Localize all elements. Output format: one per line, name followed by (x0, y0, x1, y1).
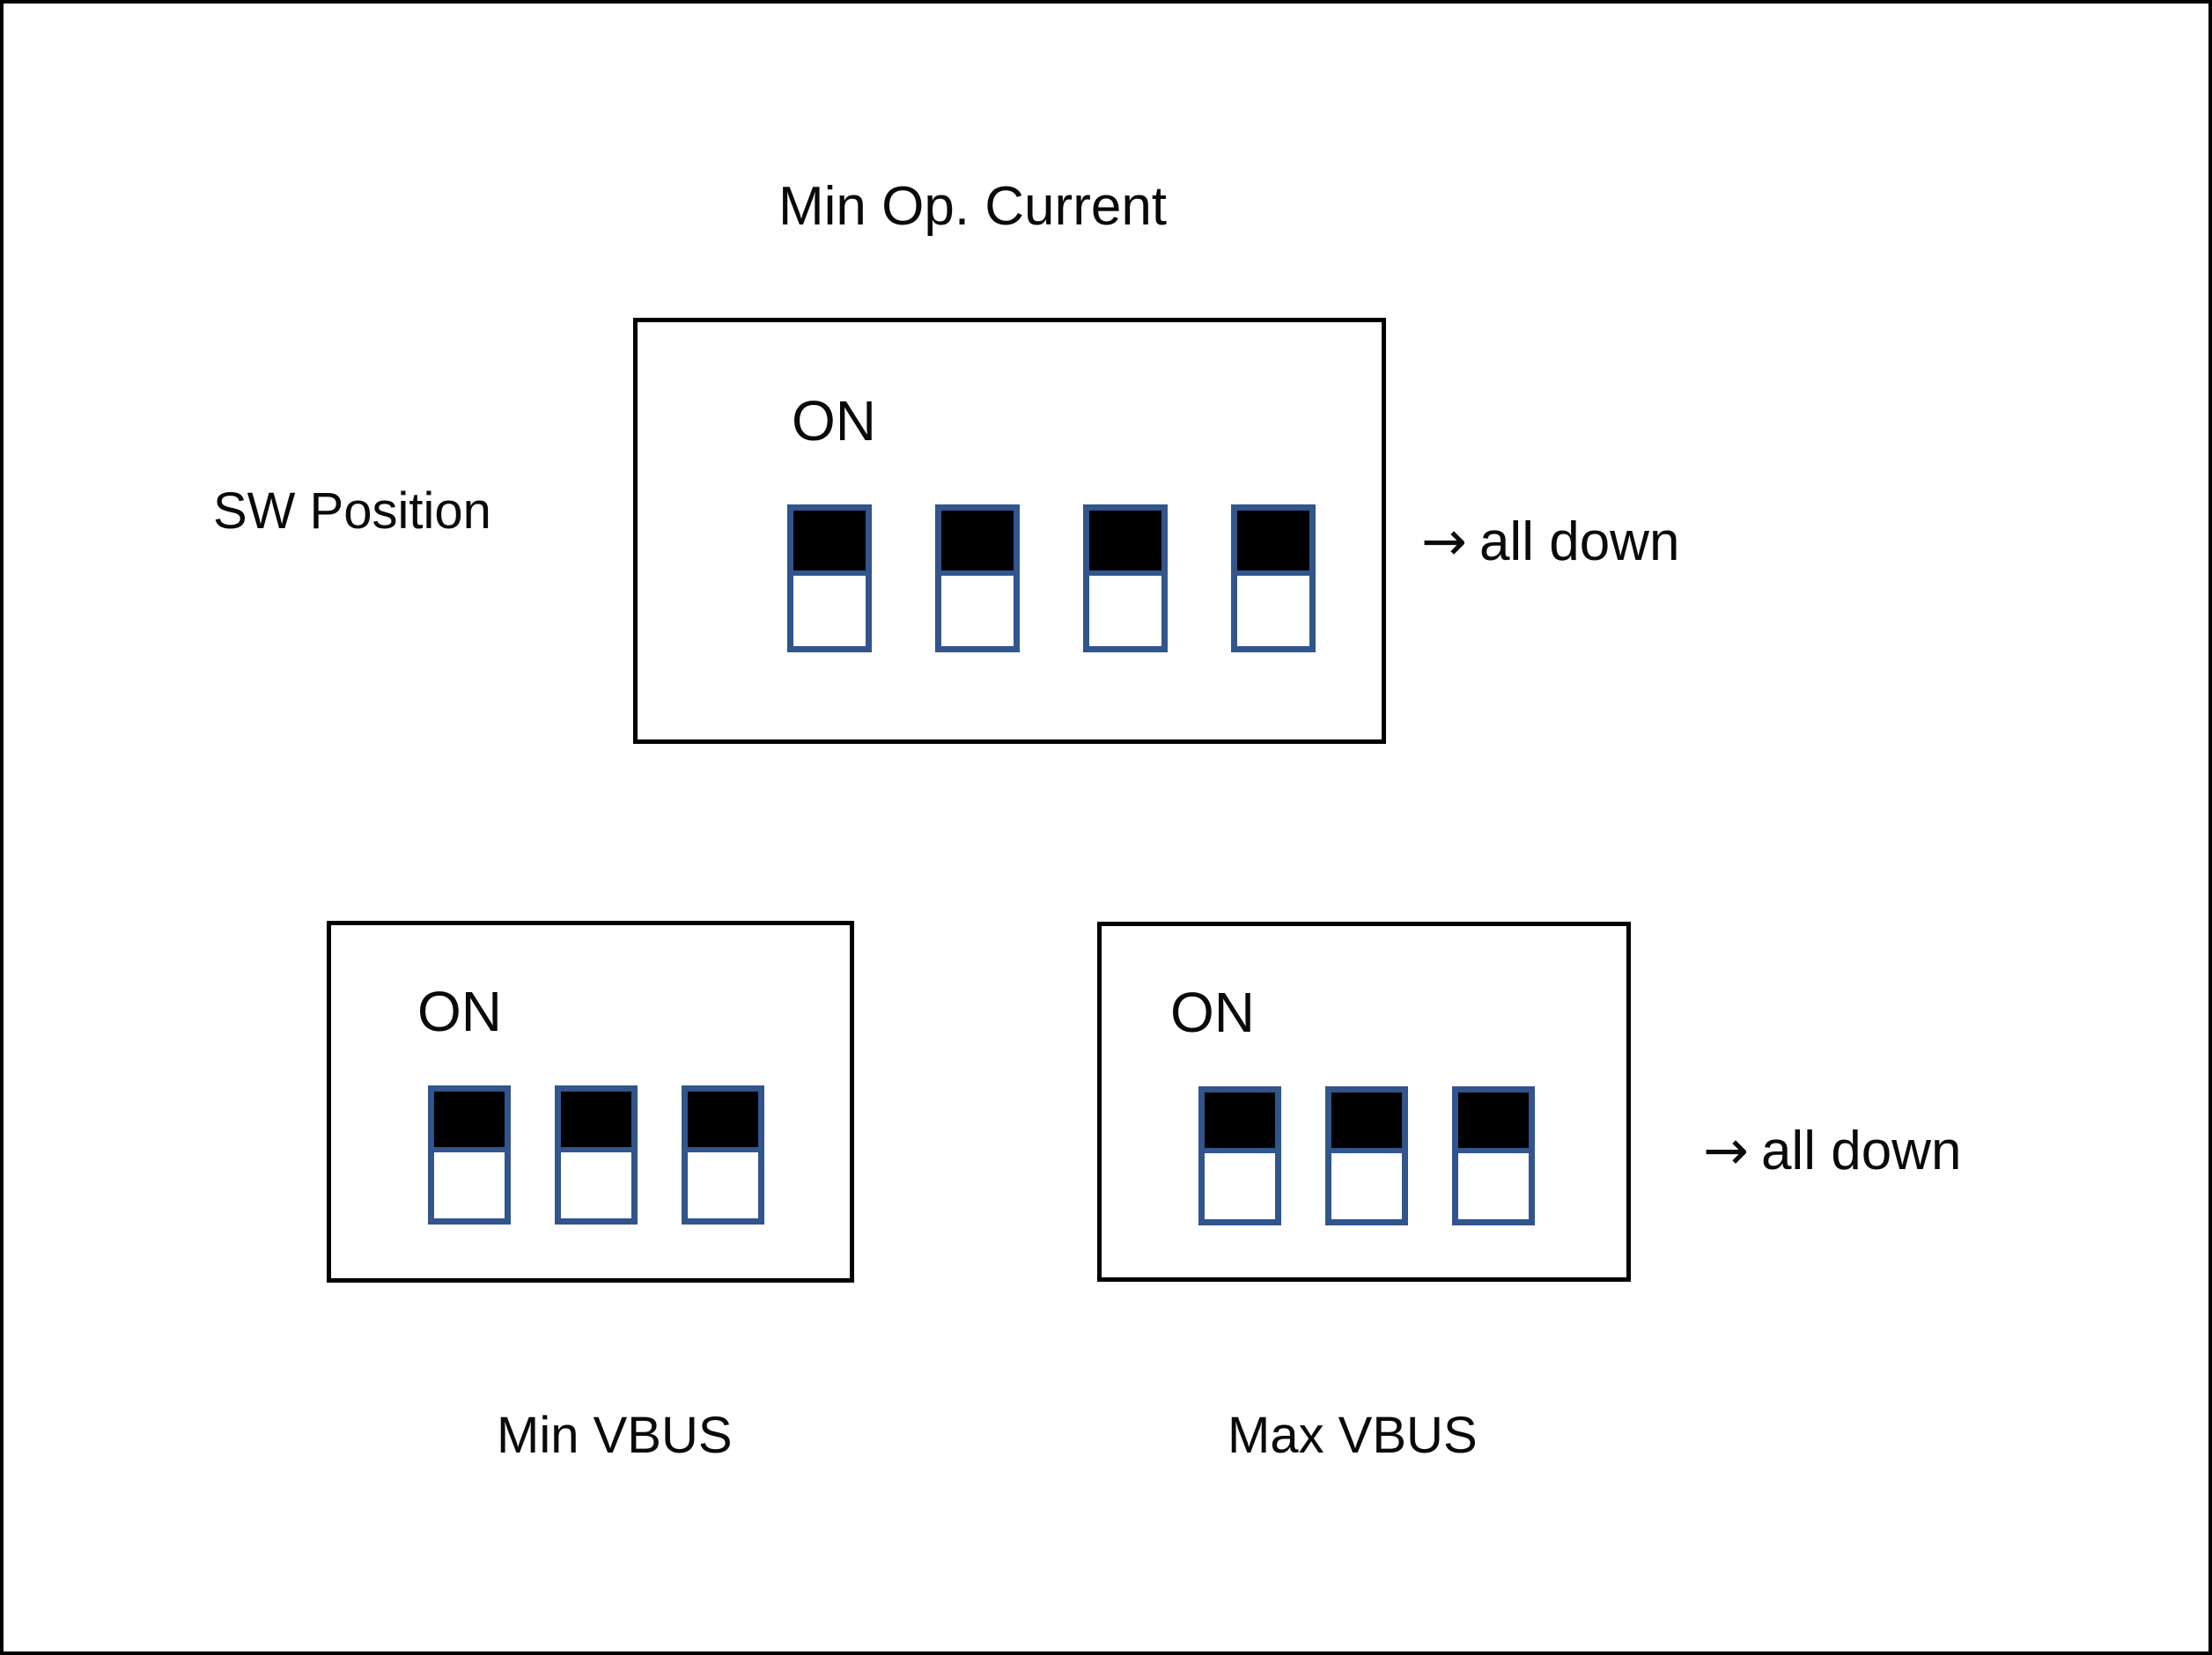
dip-switch-2[interactable] (935, 504, 1020, 652)
dip-switch-track (434, 1152, 505, 1218)
dip-switch-lever (941, 511, 1014, 576)
dip-switch-track (941, 575, 1014, 646)
dip-switch-track (1458, 1153, 1529, 1219)
dip-switch-lever (1458, 1092, 1529, 1154)
dip-switch-lever (1237, 511, 1309, 576)
dip-switch-track (1237, 575, 1309, 646)
dip-switch-track (688, 1152, 758, 1218)
note-text-max-vbus: all down (1760, 1121, 1962, 1181)
dip-switch-2[interactable] (1325, 1086, 1408, 1225)
caption-max-vbus: Max VBUS (1228, 1407, 1478, 1464)
dip-block-min-op-current[interactable]: ON (633, 318, 1386, 744)
dip-switch-track (1331, 1153, 1402, 1219)
note-min-op-current: →all down (1421, 514, 1679, 570)
dip-switch-lever (434, 1092, 505, 1153)
on-label-min-op-current: ON (792, 389, 876, 452)
dip-switch-lever (1331, 1092, 1402, 1154)
dip-switch-track (793, 575, 866, 646)
right-arrow-icon: → (1703, 1118, 1749, 1182)
dip-switch-4[interactable] (1231, 504, 1316, 652)
dip-switch-3[interactable] (682, 1085, 764, 1225)
dip-switch-lever (561, 1092, 631, 1153)
dip-block-max-vbus[interactable]: ON (1097, 922, 1631, 1282)
dip-switch-lever (688, 1092, 758, 1153)
dip-switch-lever (1089, 511, 1161, 576)
dip-switch-2[interactable] (555, 1085, 638, 1225)
dip-switch-1[interactable] (787, 504, 872, 652)
sw-position-label: SW Position (213, 482, 491, 540)
dip-block-min-vbus[interactable]: ON (327, 921, 854, 1283)
dip-switch-3[interactable] (1083, 504, 1168, 652)
on-label-max-vbus: ON (1170, 981, 1255, 1044)
note-text-min-op-current: all down (1478, 511, 1680, 572)
dip-switch-track (561, 1152, 631, 1218)
right-arrow-icon: → (1421, 509, 1467, 573)
diagram-title: Min Op. Current (778, 176, 1168, 237)
dip-switch-track (1089, 575, 1161, 646)
dip-switch-lever (1205, 1092, 1275, 1154)
note-max-vbus: →all down (1703, 1123, 1961, 1179)
caption-min-vbus: Min VBUS (497, 1407, 733, 1464)
dip-switch-lever (793, 511, 866, 576)
dip-switch-track (1205, 1153, 1275, 1219)
dip-switch-3[interactable] (1452, 1086, 1535, 1225)
on-label-min-vbus: ON (417, 980, 502, 1043)
dip-switch-1[interactable] (1198, 1086, 1281, 1225)
dip-switch-1[interactable] (428, 1085, 511, 1225)
